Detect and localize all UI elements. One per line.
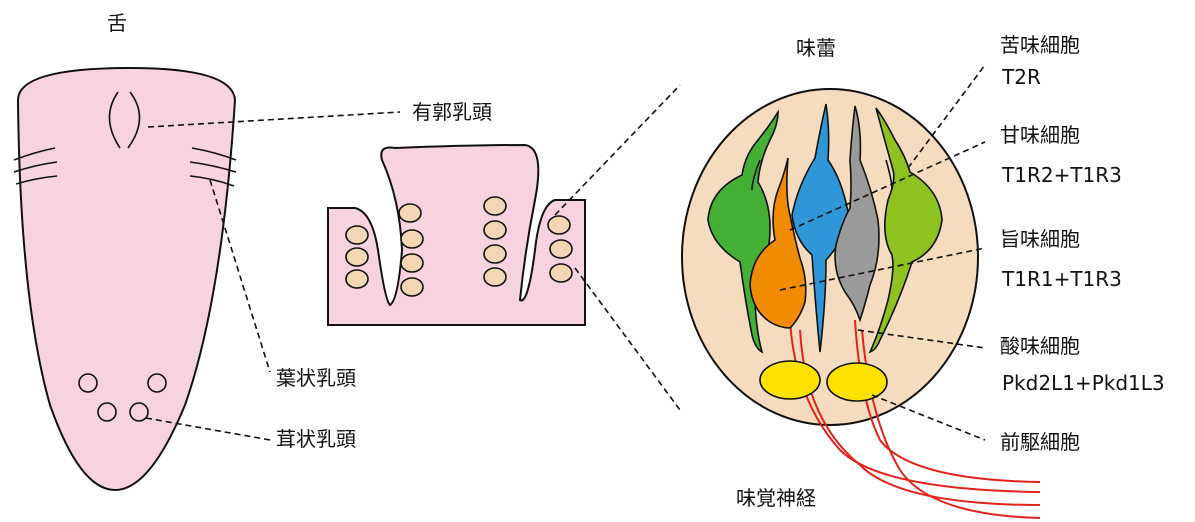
- label-precursor-cell: 前駆細胞: [1000, 430, 1080, 454]
- taste-bud: [346, 226, 368, 244]
- taste-bud: [484, 268, 506, 286]
- label-tongue: 舌: [107, 11, 127, 35]
- precursor-cell-left: [760, 361, 820, 399]
- taste-bud: [346, 270, 368, 288]
- taste-bud: [484, 245, 506, 263]
- taste-bud: [401, 254, 423, 272]
- label-sour-cell: 酸味細胞: [1000, 334, 1080, 358]
- taste-bud: [399, 204, 421, 222]
- label-fungiform: 茸状乳頭: [276, 427, 356, 451]
- label-sweet-cell: 甘味細胞: [1000, 123, 1080, 147]
- tongue-outline: [18, 68, 235, 490]
- label-bitter-cell: 苦味細胞: [1000, 33, 1080, 57]
- taste-bud: [548, 216, 570, 234]
- label-sour-receptor: Pkd2L1+Pkd1L3: [1002, 371, 1165, 395]
- label-sweet-receptor: T1R2+T1R3: [1001, 163, 1122, 187]
- label-taste-bud: 味蕾: [796, 36, 836, 60]
- leader-foliate: [210, 180, 270, 372]
- label-umami-cell: 旨味細胞: [1000, 227, 1080, 251]
- papilla-cross-section: [328, 145, 585, 325]
- leader-zoom-top: [555, 85, 680, 215]
- precursor-cell-right: [827, 363, 887, 401]
- label-taste-nerve: 味覚神経: [736, 486, 816, 510]
- label-foliate: 葉状乳頭: [276, 366, 356, 390]
- taste-bud: [484, 197, 506, 215]
- taste-bud: [550, 264, 572, 282]
- leader-zoom-bottom: [575, 268, 680, 410]
- label-bitter-receptor: T2R: [1001, 65, 1041, 89]
- taste-bud: [401, 230, 423, 248]
- tongue-illustration: [14, 68, 236, 490]
- taste-bud: [550, 240, 572, 258]
- labels: 舌 有郭乳頭 葉状乳頭 茸状乳頭 味蕾 苦味細胞 T2R 甘味細胞 T1R2+T…: [107, 11, 1165, 510]
- taste-bud: [401, 278, 423, 296]
- label-circumvallate: 有郭乳頭: [412, 100, 492, 124]
- taste-bud: [484, 221, 506, 239]
- label-umami-receptor: T1R1+T1R3: [1001, 267, 1122, 291]
- taste-bud-detail: [682, 89, 1040, 518]
- taste-bud: [346, 248, 368, 266]
